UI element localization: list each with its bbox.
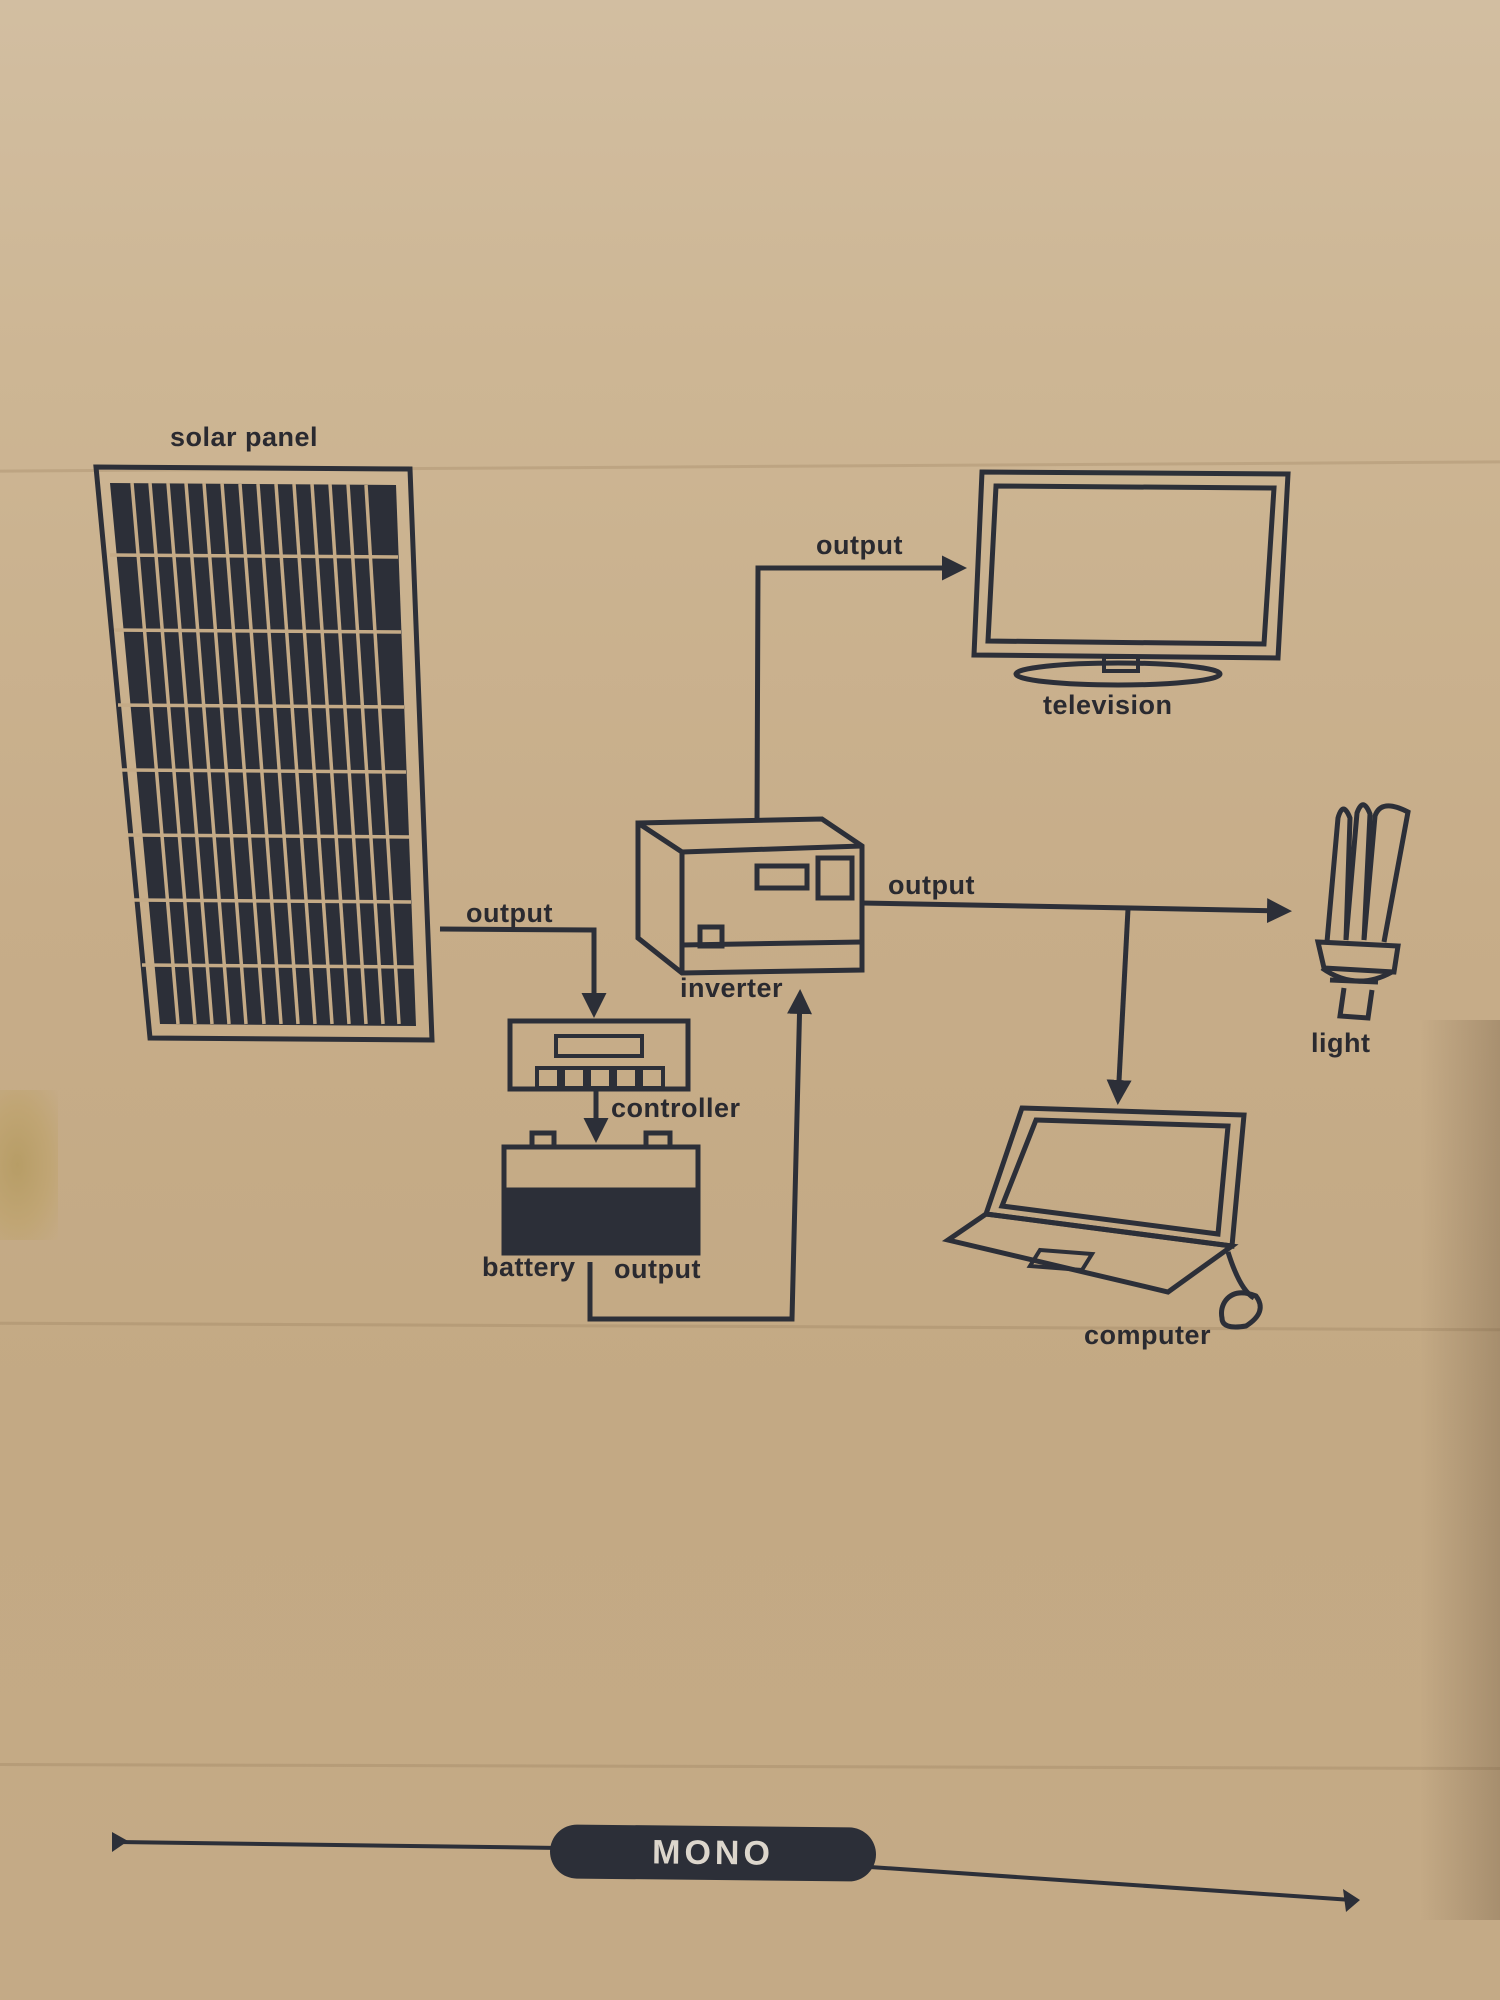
inverter-output-label: output	[888, 870, 975, 900]
computer-icon	[941, 1105, 1263, 1330]
battery-label: battery	[482, 1252, 576, 1282]
television-label: television	[1043, 690, 1173, 720]
controller-icon	[507, 1018, 691, 1092]
panel-to-controller-line	[439, 926, 607, 1018]
solar-panel-label: solar panel	[170, 422, 319, 452]
battery-to-inverter-line	[587, 989, 813, 1322]
connector-lines	[439, 555, 1292, 1322]
television-icon	[971, 469, 1291, 688]
computer-label: computer	[1084, 1320, 1212, 1350]
edge-shadow	[1420, 1020, 1500, 1920]
battery-icon	[501, 1130, 701, 1256]
mono-badge-label: MONO	[651, 1833, 775, 1873]
branch-to-computer-line	[1106, 908, 1132, 1105]
panel-output-label: output	[466, 898, 553, 928]
mono-rule	[112, 1832, 1360, 1912]
solar-panel-icon	[93, 464, 435, 1043]
light-label: light	[1311, 1028, 1371, 1058]
tape-stain	[0, 1090, 58, 1240]
inverter-to-light-line	[861, 898, 1292, 924]
inverter-label: inverter	[680, 973, 784, 1003]
inverter-icon	[635, 816, 865, 976]
light-icon	[1314, 802, 1411, 1021]
tv-output-label: output	[816, 530, 903, 560]
inverter-to-tv-line	[754, 555, 967, 822]
mono-badge: MONO	[549, 1824, 877, 1882]
controller-label: controller	[611, 1093, 741, 1123]
battery-output-label: output	[614, 1254, 701, 1284]
